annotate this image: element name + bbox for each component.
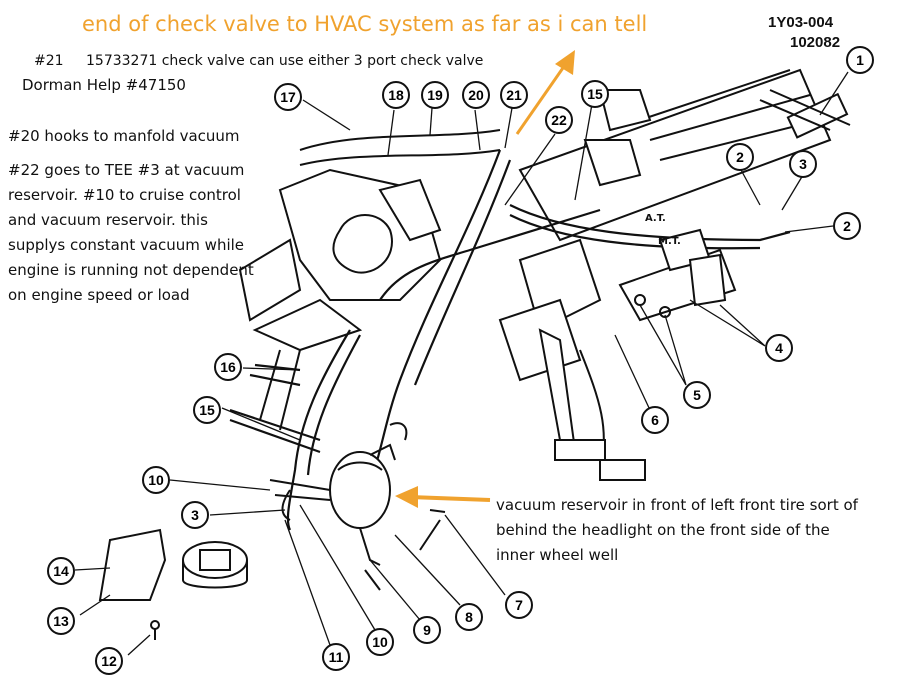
note-22-line-2: reservoir. #10 to cruise control	[8, 186, 241, 204]
callout-12: 12	[95, 647, 123, 675]
dorman-note: Dorman Help #47150	[22, 76, 186, 94]
steering-column	[518, 68, 851, 242]
reservoir-note-line-3: inner wheel well	[496, 546, 619, 564]
callout-3: 3	[789, 150, 817, 178]
orange-title: end of check valve to HVAC system as far…	[82, 12, 648, 36]
at-label: A.T.	[645, 213, 666, 224]
callout-18: 18	[382, 81, 410, 109]
note-22-line-6: on engine speed or load	[8, 286, 190, 304]
note-22-line-3: and vacuum reservoir. this	[8, 211, 208, 229]
callout-8: 8	[455, 603, 483, 631]
callout-22: 22	[545, 106, 573, 134]
callout-16: 16	[214, 353, 242, 381]
callout-21: 21	[500, 81, 528, 109]
callout-15: 15	[581, 80, 609, 108]
reservoir-and-servo	[98, 422, 446, 640]
part-number-label: #21	[34, 53, 64, 69]
callout-2b: 2	[833, 212, 861, 240]
callout-4: 4	[765, 334, 793, 362]
mt-label: M.T.	[658, 236, 681, 247]
callout-13: 13	[47, 607, 75, 635]
pedal-assembly	[498, 228, 737, 481]
callout-7: 7	[505, 591, 533, 619]
callout-1: 1	[846, 46, 874, 74]
annotation-arrows	[395, 50, 575, 508]
note-20: #20 hooks to manfold vacuum	[8, 127, 240, 145]
leader-lines	[74, 71, 849, 656]
callout-2: 2	[726, 143, 754, 171]
note-22-line-4: supplys constant vacuum while	[8, 236, 245, 254]
reservoir-note-line-2: behind the headlight on the front side o…	[496, 521, 830, 539]
callout-11: 11	[322, 643, 350, 671]
callout-10b: 10	[366, 628, 394, 656]
callout-17: 17	[274, 83, 302, 111]
callout-15b: 15	[193, 396, 221, 424]
callout-6: 6	[641, 406, 669, 434]
callout-20: 20	[462, 81, 490, 109]
callout-3b: 3	[181, 501, 209, 529]
callout-14: 14	[47, 557, 75, 585]
callout-9: 9	[413, 616, 441, 644]
callout-19: 19	[421, 81, 449, 109]
note-22-line-5: engine is running not dependent	[8, 261, 254, 279]
reservoir-note-line-1: vacuum reservoir in front of left front …	[496, 496, 858, 514]
vacuum-hoses	[229, 149, 791, 531]
engine-area	[238, 129, 501, 431]
part-number-text: 15733271 check valve can use either 3 po…	[86, 53, 484, 69]
note-22-line-1: #22 goes to TEE #3 at vacuum	[8, 161, 245, 179]
callout-10: 10	[142, 466, 170, 494]
diagram-code-2: 102082	[790, 34, 841, 51]
callout-5: 5	[683, 381, 711, 409]
diagram-code-1: 1Y03-004	[768, 14, 834, 31]
